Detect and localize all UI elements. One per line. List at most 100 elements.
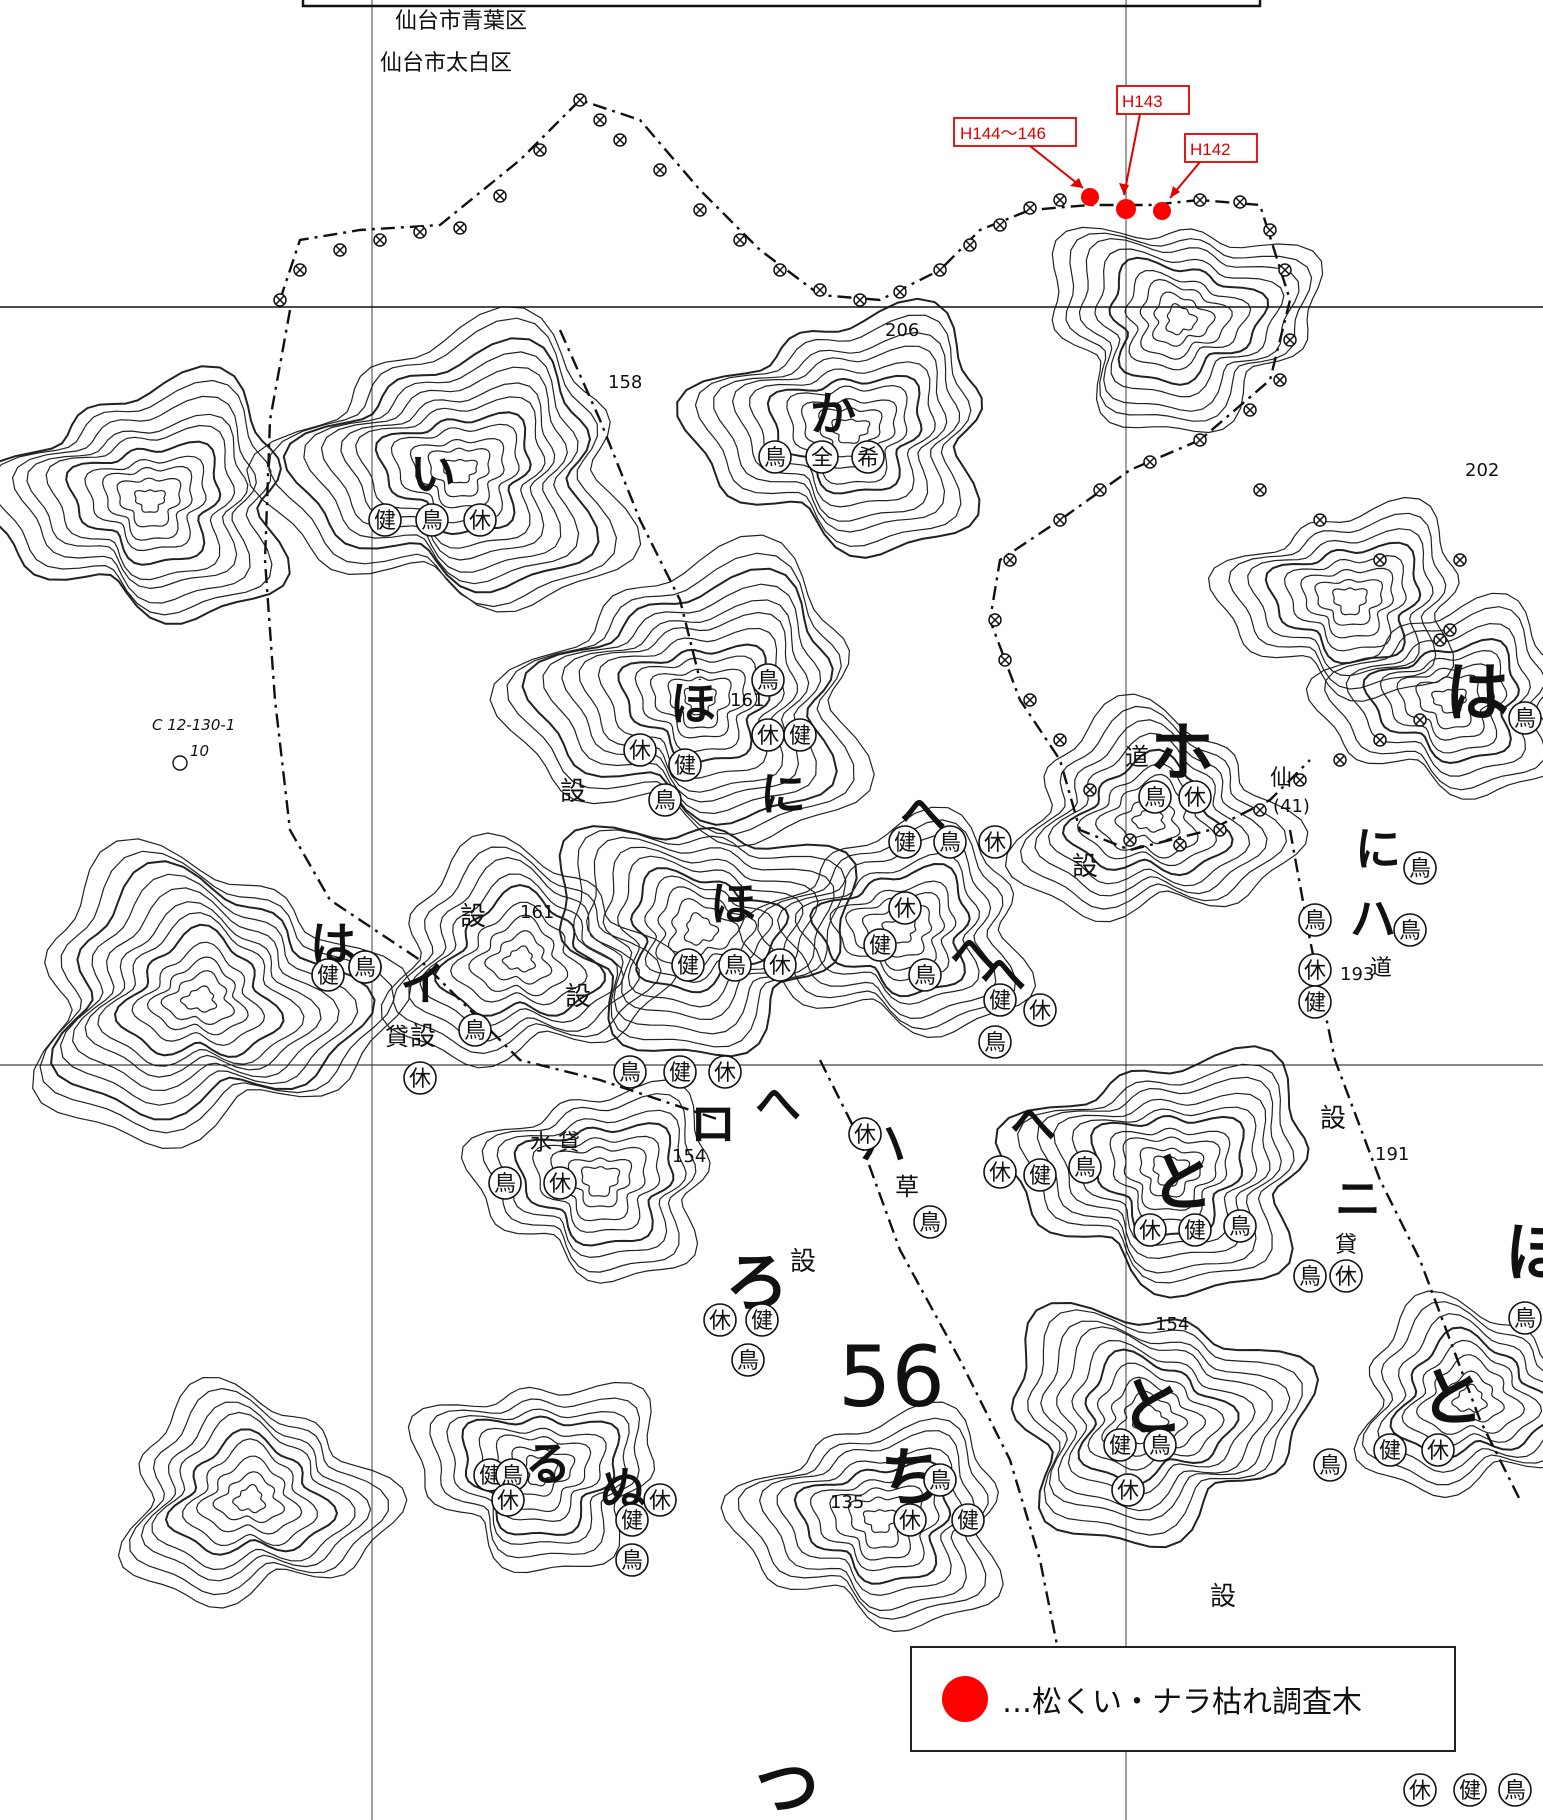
bird-circled-symbol xyxy=(1313,1448,1347,1482)
health-circled-symbol xyxy=(983,983,1017,1017)
bird-circled-symbol-label: 鳥 xyxy=(494,1172,516,1197)
bird-circled-symbol xyxy=(751,663,785,697)
bird-circled-symbol xyxy=(978,1025,1012,1059)
rest-circled-symbol xyxy=(1403,1773,1437,1807)
set-symbol: 設 xyxy=(1072,852,1098,882)
rest-circled-symbol-label: 休 xyxy=(1117,1479,1139,1504)
grass-symbol: 草 xyxy=(895,1173,919,1201)
elevation-label: 191 xyxy=(1375,1144,1409,1165)
bird-circled-symbol-label: 鳥 xyxy=(764,446,786,471)
rest-circled-symbol xyxy=(643,1483,677,1517)
bird-circled-symbol xyxy=(348,950,382,984)
bird-circled-symbol-label: 鳥 xyxy=(737,1349,759,1374)
health-circled-symbol-label: 健 xyxy=(957,1509,979,1534)
bird-circled-symbol-label: 鳥 xyxy=(354,956,376,981)
elevation-label: 154 xyxy=(1155,1314,1189,1335)
bird-circled-symbol-label: 鳥 xyxy=(654,789,676,814)
bird-circled-symbol-label: 鳥 xyxy=(1074,1156,1096,1181)
elevation-labels: 206 158 161 161 154 154 193 191 202 135 … xyxy=(152,320,1499,1513)
bird-circled-symbol xyxy=(458,1013,492,1047)
health-circled-symbol-label: 健 xyxy=(1459,1779,1481,1804)
loan-symbol: 貸 xyxy=(1335,1233,1357,1258)
bird-circled-symbol-label: 鳥 xyxy=(464,1019,486,1044)
rare-circled-symbol-label: 希 xyxy=(857,446,879,471)
sub-label-ho-kata: ホ xyxy=(1150,717,1214,791)
bird-circled-symbol-label: 鳥 xyxy=(1399,919,1421,944)
bird-circled-symbol xyxy=(648,783,682,817)
bird-circled-symbol xyxy=(415,503,449,537)
rest-circled-symbol xyxy=(1023,993,1057,1027)
sen-symbol: 仙 xyxy=(1270,766,1292,791)
rest-circled-symbol-label: 休 xyxy=(989,1161,1011,1186)
bird-circled-symbol xyxy=(1508,1301,1542,1335)
survey-point-h144-146[interactable]: H144～146 xyxy=(953,117,1099,206)
bird-circled-symbol xyxy=(718,948,752,982)
sub-label-i: い xyxy=(410,447,456,501)
rest-circled-symbol-label: 休 xyxy=(1409,1779,1431,1804)
elevation-label: 161 xyxy=(730,690,764,711)
rest-circled-symbol-label: 休 xyxy=(497,1489,519,1514)
sub-label-ha-1: は xyxy=(1445,657,1509,731)
bird-circled-symbol xyxy=(1508,701,1542,735)
city-label-aoba: 仙台市青葉区 xyxy=(395,9,527,34)
health-circled-symbol-label: 健 xyxy=(621,1509,643,1534)
health-circled-symbol-label: 健 xyxy=(989,989,1011,1014)
sub-compartment-labels: い か ほ に ほ へ へ へ ホ は に ハ は イ ロ へ ハ へ と ニ … xyxy=(310,387,1543,1820)
health-circled-symbol-label: 健 xyxy=(479,1464,501,1489)
rest-circled-symbol-label: 休 xyxy=(894,897,916,922)
set-symbol: 設 xyxy=(410,1022,436,1052)
elevation-label: 193 xyxy=(1340,964,1374,985)
health-circled-symbol-label: 健 xyxy=(869,934,891,959)
health-circled-symbol xyxy=(1178,1213,1212,1247)
health-circled-symbol-label: 健 xyxy=(1304,991,1326,1016)
road-symbol: 道 xyxy=(1370,956,1392,981)
bird-circled-symbol xyxy=(913,1205,947,1239)
bird-circled-symbol-label: 鳥 xyxy=(619,1061,641,1086)
bird-circled-symbol-label: 鳥 xyxy=(1229,1215,1251,1240)
bird-circled-symbol-label: 鳥 xyxy=(1299,1265,1321,1290)
bird-circled-symbol-label: 鳥 xyxy=(914,964,936,989)
bird-circled-symbol-label: 鳥 xyxy=(919,1211,941,1236)
map-legend: …松くい・ナラ枯れ調査木 xyxy=(910,1646,1456,1752)
sub-label-ni-kata: ニ xyxy=(1335,1172,1381,1226)
bird-circled-symbol xyxy=(923,1463,957,1497)
elevation-label: 202 xyxy=(1465,460,1499,481)
elevation-label: (41) xyxy=(1273,796,1310,817)
bird-circled-symbol xyxy=(613,1055,647,1089)
set-symbol: 設 xyxy=(565,982,591,1012)
health-circled-symbol xyxy=(745,1303,779,1337)
survey-point-h142[interactable]: H142 xyxy=(1153,133,1258,220)
loan-symbol: 貸 xyxy=(385,1023,409,1051)
set-symbol: 設 xyxy=(1210,1582,1236,1612)
bird-circled-symbol-label: 鳥 xyxy=(1514,707,1536,732)
bird-circled-symbol xyxy=(1293,1259,1327,1293)
health-circled-symbol xyxy=(1373,1433,1407,1467)
sub-label-ni: に xyxy=(760,767,806,821)
rest-circled-symbol-label: 休 xyxy=(1184,786,1206,811)
sub-label-ru: る xyxy=(525,1437,571,1491)
rest-circled-symbol xyxy=(763,948,797,982)
survey-point-h143[interactable]: H143 xyxy=(1116,85,1190,219)
rest-circled-symbol xyxy=(491,1483,525,1517)
health-circled-symbol xyxy=(1103,1428,1137,1462)
bird-circled-symbol xyxy=(1143,1428,1177,1462)
all-circled-symbol xyxy=(805,440,839,474)
marginal-note: C 12-130-1 xyxy=(152,716,235,734)
rest-circled-symbol xyxy=(893,1503,927,1537)
bird-circled-symbol-label: 鳥 xyxy=(1304,909,1326,934)
health-circled-symbol-label: 健 xyxy=(894,831,916,856)
set-symbol: 設 xyxy=(790,1247,816,1277)
bird-circled-symbol-label: 鳥 xyxy=(929,1469,951,1494)
survey-point-label: H143 xyxy=(1122,92,1163,111)
rest-circled-symbol-label: 休 xyxy=(1427,1439,1449,1464)
health-circled-symbol xyxy=(663,1055,697,1089)
bird-circled-symbol-label: 鳥 xyxy=(757,669,779,694)
rest-circled-symbol-label: 休 xyxy=(1335,1265,1357,1290)
health-circled-symbol xyxy=(368,503,402,537)
bird-circled-symbol xyxy=(731,1343,765,1377)
sub-label-ni-2: に xyxy=(1355,822,1401,876)
rest-circled-symbol-label: 休 xyxy=(984,831,1006,856)
health-circled-symbol-label: 健 xyxy=(1379,1439,1401,1464)
plain-symbols: 設 設 設 設 設 設 設 設 貸 貸 貸 水 草 道 道 仙 xyxy=(385,743,1392,1612)
